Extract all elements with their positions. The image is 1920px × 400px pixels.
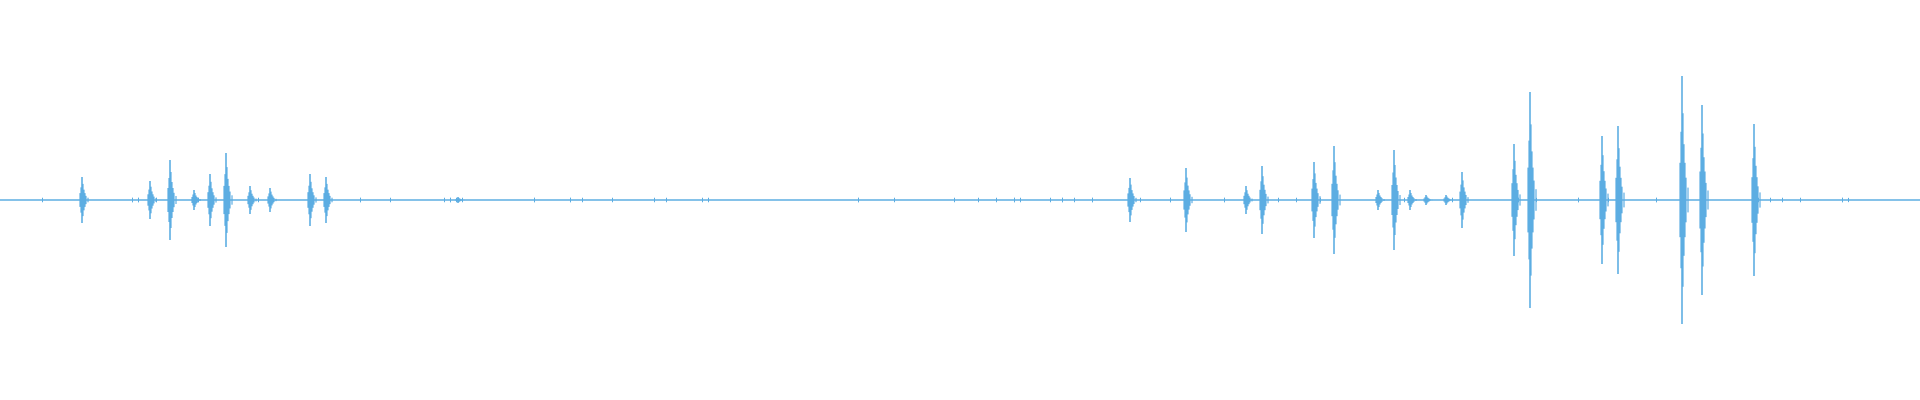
waveform-baseline xyxy=(0,199,1920,201)
